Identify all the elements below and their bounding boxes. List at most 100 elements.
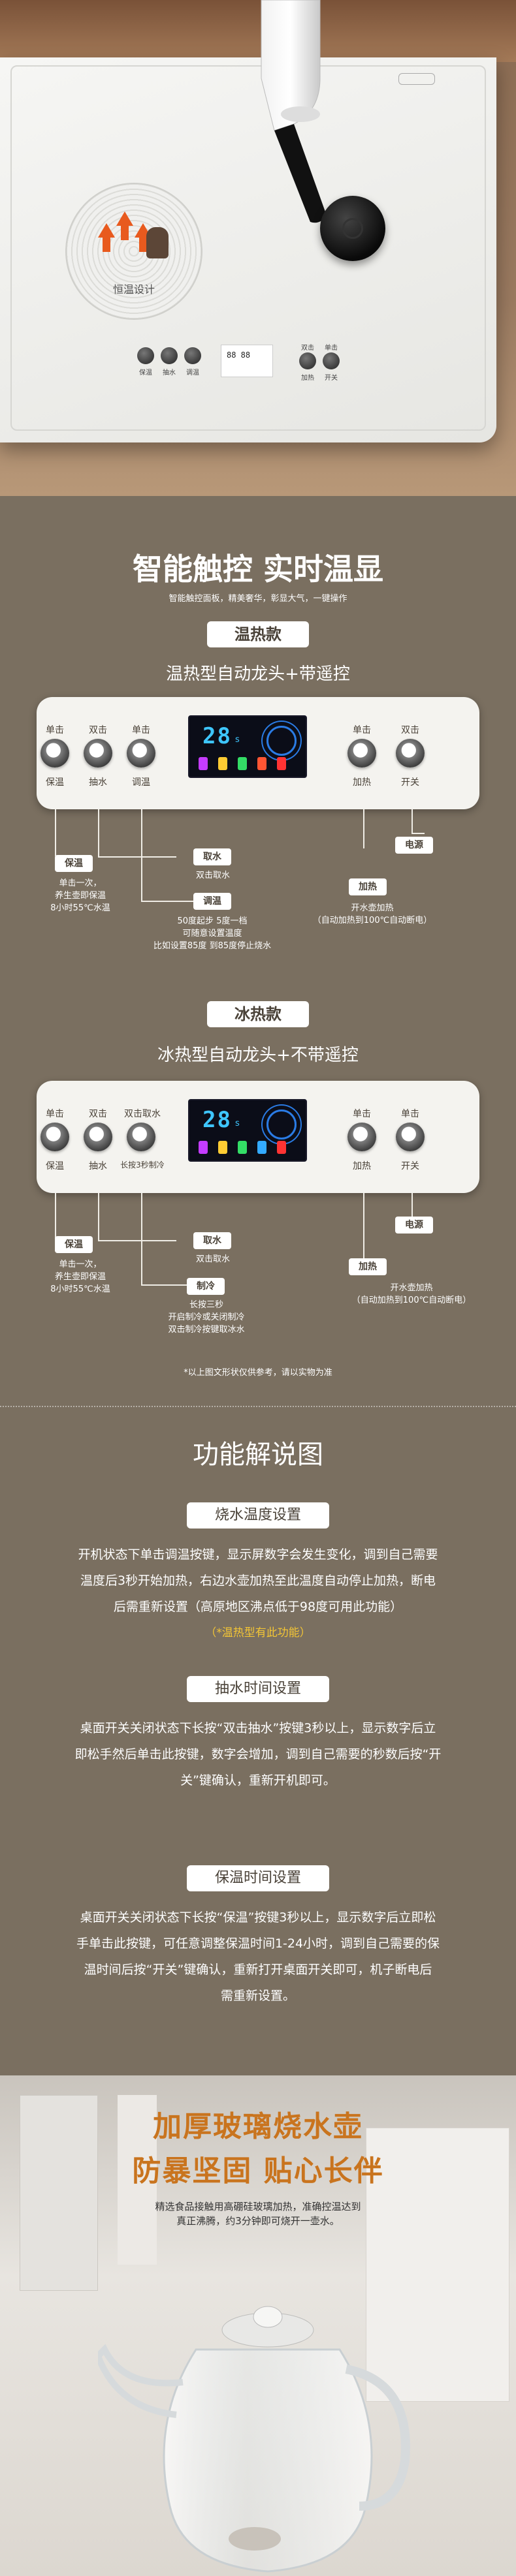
- connector-line: [411, 809, 413, 833]
- note-line: 长按三秒: [189, 1300, 223, 1310]
- hero-label-keep-warm: 保温: [139, 369, 152, 377]
- lcd-indicator-icon: [257, 757, 266, 770]
- connector-line: [141, 809, 142, 901]
- description-line: 精选食品接触用高硼硅玻璃加热，准确控温达到: [155, 2201, 361, 2212]
- description-line: 真正沸腾，约3分钟即可烧开一壶水。: [176, 2215, 340, 2227]
- hero-control-row: 保温 抽水 调温 88 88 双击 单击 加热 开关: [137, 345, 353, 384]
- hero-heat-button: [299, 352, 316, 369]
- note-line: 开启制冷或关闭制冷: [168, 1312, 245, 1322]
- ice-lcd-number: 28: [202, 1107, 232, 1133]
- faucet-image: [261, 0, 327, 223]
- ice-top-label-3: 双击取水: [124, 1109, 161, 1119]
- ice-bottom-label-2: 抽水: [89, 1161, 107, 1172]
- description-line: 温时间后按“开关”键确认，重新打开桌面开关即可，机子断电后: [84, 1963, 432, 1977]
- note-line: 单击一次，: [59, 1260, 102, 1269]
- hero-label-heat: 加热: [301, 375, 314, 382]
- ice-tag-pump: 取水: [193, 1232, 231, 1249]
- hero-product-image: 恒温设计 保温 抽水 调温 88 88 双击 单击 加热 开关: [0, 0, 516, 496]
- kettle-description: 精选食品接触用高硼硅玻璃加热，准确控温达到 真正沸腾，约3分钟即可烧开一壶水。: [0, 2199, 516, 2228]
- hero-power-button: [323, 352, 340, 369]
- ice-bottom-label-5: 开关: [401, 1161, 419, 1172]
- description-line: 即松手然后单击此按键，数字会增加，调到自己需要的秒数后按“开: [74, 1747, 442, 1761]
- note-line: 50度起步 5度一档: [177, 916, 248, 926]
- section-divider: [0, 1406, 516, 1407]
- badge-ice-model: 冰热款: [207, 1001, 309, 1027]
- warm-tag-keep-warm: 保温: [55, 855, 93, 872]
- background-panel: [118, 2095, 157, 2265]
- ice-cool-button: [127, 1123, 155, 1151]
- ice-top-label-5: 单击: [401, 1109, 419, 1119]
- ice-tag-power: 电源: [395, 1217, 433, 1234]
- keep-warm-time-description: 桌面开关关闭状态下长按“保温”按键3秒以上，显示数字后立即松 手单击此按键，可任…: [26, 1904, 490, 2009]
- lcd-water-ring-icon: [266, 726, 297, 756]
- ice-lcd-display: 28 s: [188, 1099, 307, 1162]
- ice-note-pump: 双击取水: [195, 1254, 230, 1264]
- hero-adjust-button: [184, 347, 201, 364]
- warm-bottom-label-1: 保温: [46, 777, 64, 788]
- note-line: （自动加热到100℃自动断电）: [351, 1296, 472, 1305]
- ice-tag-keep-warm: 保温: [55, 1236, 93, 1253]
- background-shelf: [366, 2128, 509, 2402]
- warm-top-label-3: 单击: [132, 725, 150, 736]
- warm-top-label-4: 单击: [353, 725, 371, 736]
- warm-heat-button: [347, 739, 376, 768]
- warm-lcd-display: 28 s: [188, 715, 307, 778]
- note-line: 单击一次，: [59, 878, 102, 888]
- kettle-title-1: 加厚玻璃烧水壶: [153, 2110, 363, 2143]
- note-line: 8小时55℃水温: [50, 903, 110, 913]
- connector-line: [141, 1284, 187, 1286]
- kettle-base-knob: [320, 196, 385, 261]
- badge-keep-warm-time-setting: 保温时间设置: [187, 1865, 329, 1891]
- lcd-indicator-icon: [199, 1141, 208, 1154]
- ice-top-label-1: 单击: [46, 1109, 64, 1119]
- note-line: 开水壶加热: [390, 1283, 433, 1293]
- warm-top-label-2: 双击: [89, 725, 107, 736]
- ice-pump-button: [84, 1123, 112, 1151]
- warm-note-heat: 开水壶加热 （自动加热到100℃自动断电）: [300, 902, 444, 927]
- description-line: 后需重新设置（高原地区沸点低于98度可用此功能）: [113, 1600, 403, 1614]
- note-line: 比如设置85度 到85度停止烧水: [153, 941, 272, 951]
- warm-tag-heat: 加热: [349, 878, 387, 895]
- hero-display: 88 88: [221, 345, 273, 377]
- warm-note-keep-warm: 单击一次， 养生壶即保温 8小时55℃水温: [31, 877, 129, 914]
- panel-inner-edge: [10, 65, 486, 431]
- warm-note-adjust: 50度起步 5度一档 可随意设置温度 比如设置85度 到85度停止烧水: [131, 915, 294, 952]
- ice-tag-heat: 加热: [349, 1258, 387, 1275]
- ice-heat-button: [347, 1123, 376, 1151]
- ice-top-label-4: 单击: [353, 1109, 371, 1119]
- background-door: [20, 2095, 98, 2291]
- heading-ice-model: 冰热型自动龙头+不带遥控: [157, 1046, 359, 1065]
- warm-note-pump: 双击取水: [195, 871, 230, 880]
- description-line: 桌面开关关闭状态下长按“保温”按键3秒以上，显示数字后立即松: [80, 1910, 436, 1925]
- hero-label-double: 双击: [301, 345, 314, 352]
- hero-label-power: 开关: [325, 375, 338, 382]
- connector-line: [98, 1240, 176, 1241]
- description-line: 温度后3秒开始加热，右边水壶加热至此温度自动停止加热，断电: [80, 1574, 436, 1588]
- ice-control-panel: 单击 双击 双击取水 保温 抽水 长按3秒制冷 28 s 单击 单击 加热 开关: [37, 1081, 479, 1193]
- warm-tag-pump: 取水: [193, 848, 231, 865]
- ice-bottom-label-3: 长按3秒制冷: [120, 1160, 165, 1170]
- ice-keep-warm-button: [40, 1123, 69, 1151]
- lcd-indicator-icon: [238, 757, 247, 770]
- note-line: 可随意设置温度: [182, 929, 242, 939]
- lcd-indicator-icon: [277, 1141, 286, 1154]
- connector-line: [55, 1193, 56, 1240]
- warm-tag-power: 电源: [395, 837, 433, 854]
- glass-kettle-image: [98, 2306, 410, 2573]
- warm-lcd-unit: s: [235, 735, 240, 745]
- ice-lcd-unit: s: [235, 1119, 240, 1128]
- connector-line: [55, 809, 56, 856]
- lcd-indicator-icon: [218, 757, 227, 770]
- badge-warm-model: 温热款: [207, 621, 309, 647]
- warm-lcd-number: 28: [202, 723, 232, 749]
- warm-bottom-label-5: 开关: [401, 777, 419, 788]
- connector-line: [98, 809, 99, 856]
- connector-line: [363, 1193, 364, 1258]
- ice-bottom-label-1: 保温: [46, 1161, 64, 1172]
- lcd-water-ring-icon: [266, 1110, 297, 1140]
- lcd-indicator-icon: [277, 757, 286, 770]
- warm-keep-warm-button: [40, 739, 69, 768]
- ice-top-label-2: 双击: [89, 1109, 107, 1119]
- section-title-function-guide: 功能解说图: [193, 1440, 323, 1470]
- connector-line: [98, 856, 176, 858]
